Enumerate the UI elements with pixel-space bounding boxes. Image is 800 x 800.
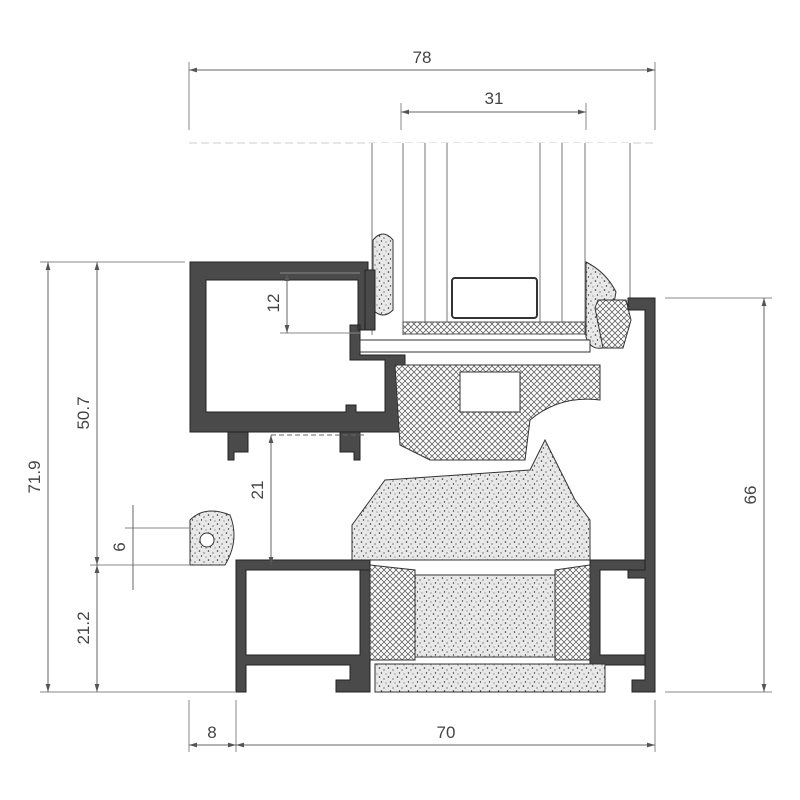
insulation-core	[414, 574, 556, 658]
spacer-bar	[451, 277, 538, 319]
frame-profile	[235, 559, 646, 693]
dim-label-sash-height: 50.7	[74, 396, 93, 429]
dim-label-frame-height: 21.2	[74, 611, 93, 644]
sash-profile	[189, 261, 591, 461]
dim-label-frame-width: 70	[437, 723, 456, 742]
insulation-base	[374, 663, 606, 693]
insulation-bar	[351, 438, 591, 561]
dim-label-gasket-offset: 6	[110, 542, 129, 551]
frame-right-profile	[627, 297, 656, 693]
dim-label-total-height: 71.9	[25, 460, 44, 493]
dim-label-overall-width: 78	[413, 48, 432, 67]
dim-label-overlap: 8	[207, 723, 216, 742]
glazing-unit	[370, 143, 631, 349]
dim-label-inner-gap: 21	[248, 481, 267, 500]
dim-label-sash-rebate: 12	[264, 294, 283, 313]
dim-label-frame-depth: 66	[741, 486, 760, 505]
dim-label-glazing-width: 31	[485, 89, 504, 108]
glass-bead	[359, 339, 591, 353]
gasket-hollow	[199, 532, 215, 548]
extension-lines	[40, 62, 772, 752]
